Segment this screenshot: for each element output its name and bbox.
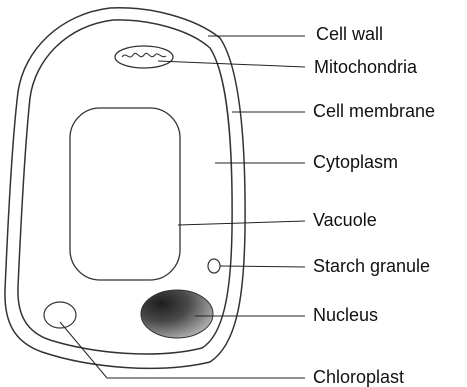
- label-cytoplasm: Cytoplasm: [313, 152, 398, 172]
- label-starch-granule: Starch granule: [313, 256, 430, 276]
- chloroplast-shape: [44, 302, 76, 328]
- nucleus-shape: [141, 290, 213, 338]
- label-mitochondria: Mitochondria: [314, 57, 417, 77]
- label-vacuole: Vacuole: [313, 210, 377, 230]
- label-chloroplast: Chloroplast: [313, 367, 404, 387]
- label-cell-wall: Cell wall: [316, 24, 383, 44]
- label-nucleus: Nucleus: [313, 305, 378, 325]
- vacuole-outline: [70, 108, 180, 280]
- label-cell-membrane: Cell membrane: [313, 101, 435, 121]
- starch-granule: [208, 259, 220, 273]
